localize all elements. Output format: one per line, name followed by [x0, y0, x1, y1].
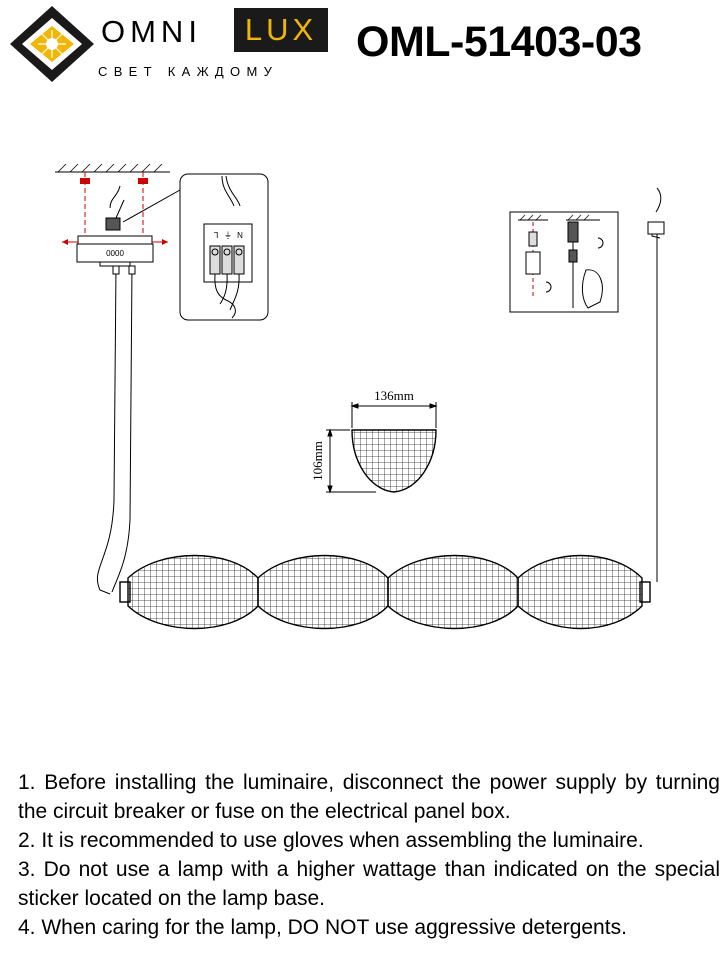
luminaire-body — [119, 554, 651, 630]
brand-name-lux: LUX — [234, 8, 328, 52]
installation-drawing: 0000 L ⏚ N — [55, 163, 665, 630]
suspension-detail — [509, 187, 665, 582]
shade-dimensions — [326, 402, 438, 494]
terminal-n-label: N — [237, 230, 243, 239]
brand-name-omni: OMNI — [101, 14, 202, 49]
canopy-marking: 0000 — [106, 249, 124, 258]
wiring-detail — [179, 173, 269, 321]
terminal-ground-label: ⏚ — [224, 231, 232, 240]
brand-slogan: СВЕТ КАЖДОМУ — [98, 64, 279, 79]
instruction-3: 3. Do not use a lamp with a higher watta… — [18, 858, 720, 910]
model-number: OML-51403-03 — [356, 18, 642, 66]
ceiling-mount — [55, 163, 181, 595]
safety-instructions: 1. Before installing the luminaire, disc… — [18, 768, 720, 942]
instruction-1: 1. Before installing the luminaire, disc… — [18, 771, 720, 823]
shade-height-label: 106mm — [310, 441, 325, 481]
terminal-l-label: L — [213, 230, 218, 239]
instruction-2: 2. It is recommended to use gloves when … — [18, 829, 644, 852]
shade-width-label: 136mm — [374, 388, 414, 403]
brand-logo: OMNI LUX СВЕТ КАЖДОМУ — [6, 4, 346, 84]
instruction-4: 4. When caring for the lamp, DO NOT use … — [18, 916, 627, 939]
brand-diamond-icon — [10, 6, 94, 82]
